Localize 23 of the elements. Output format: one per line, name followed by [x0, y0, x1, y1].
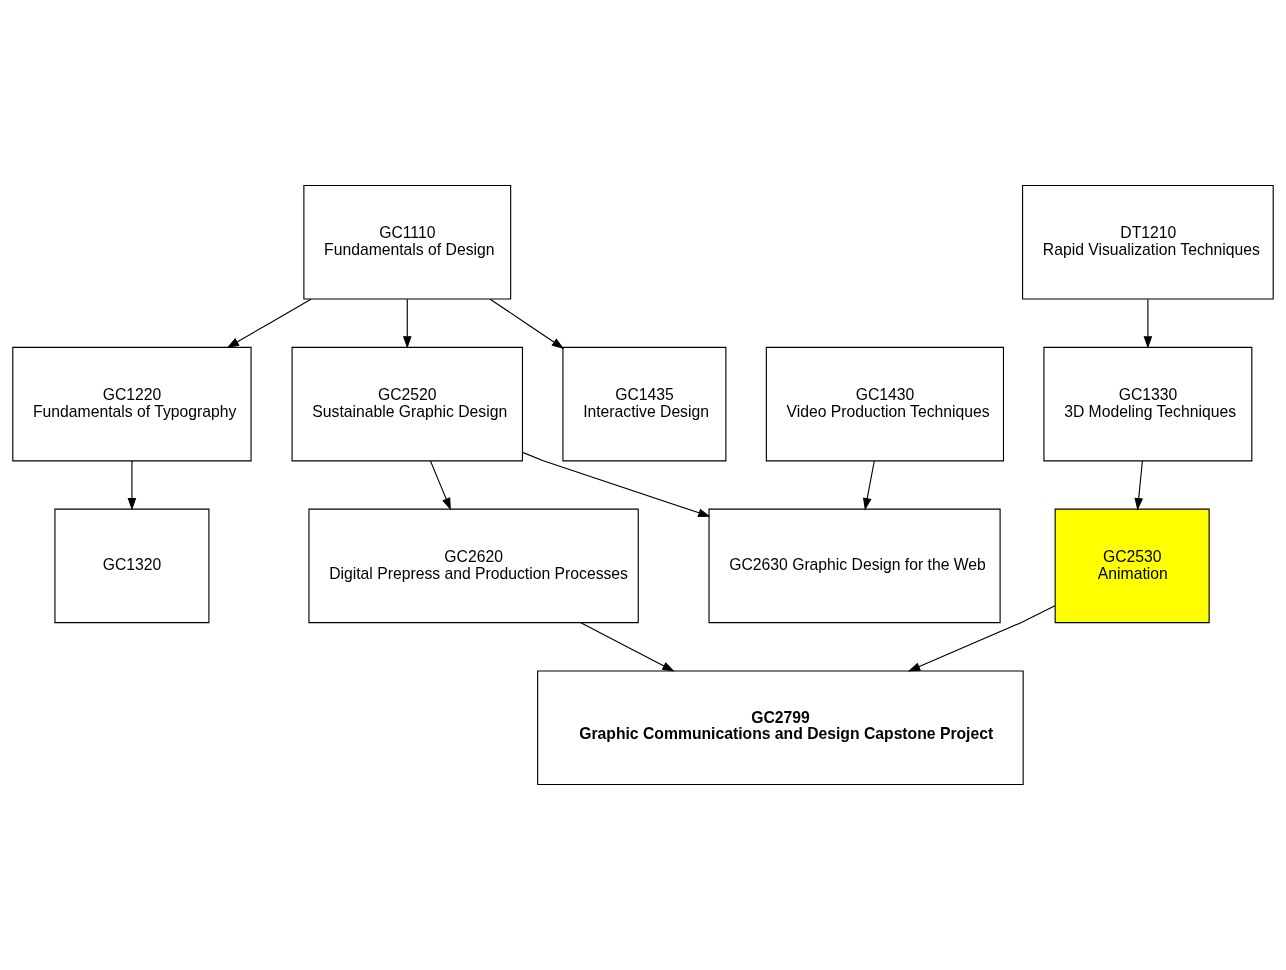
- node-box: GC2530 Animation: [1054, 508, 1210, 624]
- node-box: GC2620 Digital Prepress and Production Processes: [308, 508, 639, 624]
- arrow: [907, 605, 1056, 672]
- arrow: [402, 298, 412, 349]
- arrow: [862, 460, 875, 511]
- node-box: GC1430 Video Production Techniques: [765, 346, 1005, 462]
- arrow: [580, 622, 675, 672]
- arrow: [226, 298, 312, 348]
- arrow: [429, 460, 451, 511]
- arrow: [1134, 460, 1144, 511]
- arrow: [489, 298, 565, 349]
- node-box: DT1210 Rapid Visualization Techniques: [1022, 184, 1274, 300]
- arrow: [1143, 298, 1153, 349]
- node-box: GC2520 Sustainable Graphic Design: [291, 346, 524, 462]
- node-box: GC2630 Graphic Design for the Web: [708, 508, 1001, 624]
- arrow: [522, 451, 711, 517]
- node-box: GC1330 3D Modeling Techniques: [1043, 346, 1253, 462]
- node-box: GC1110 Fundamentals of Design: [303, 184, 512, 300]
- node-box: GC1320: [54, 508, 210, 624]
- node-box: GC1220 Fundamentals of Typography: [12, 346, 252, 462]
- arrow: [127, 460, 137, 511]
- node-box: GC1435 Interactive Design: [562, 346, 727, 462]
- node-box: GC2799 Graphic Communications and Design Capstone Project: [537, 670, 1024, 786]
